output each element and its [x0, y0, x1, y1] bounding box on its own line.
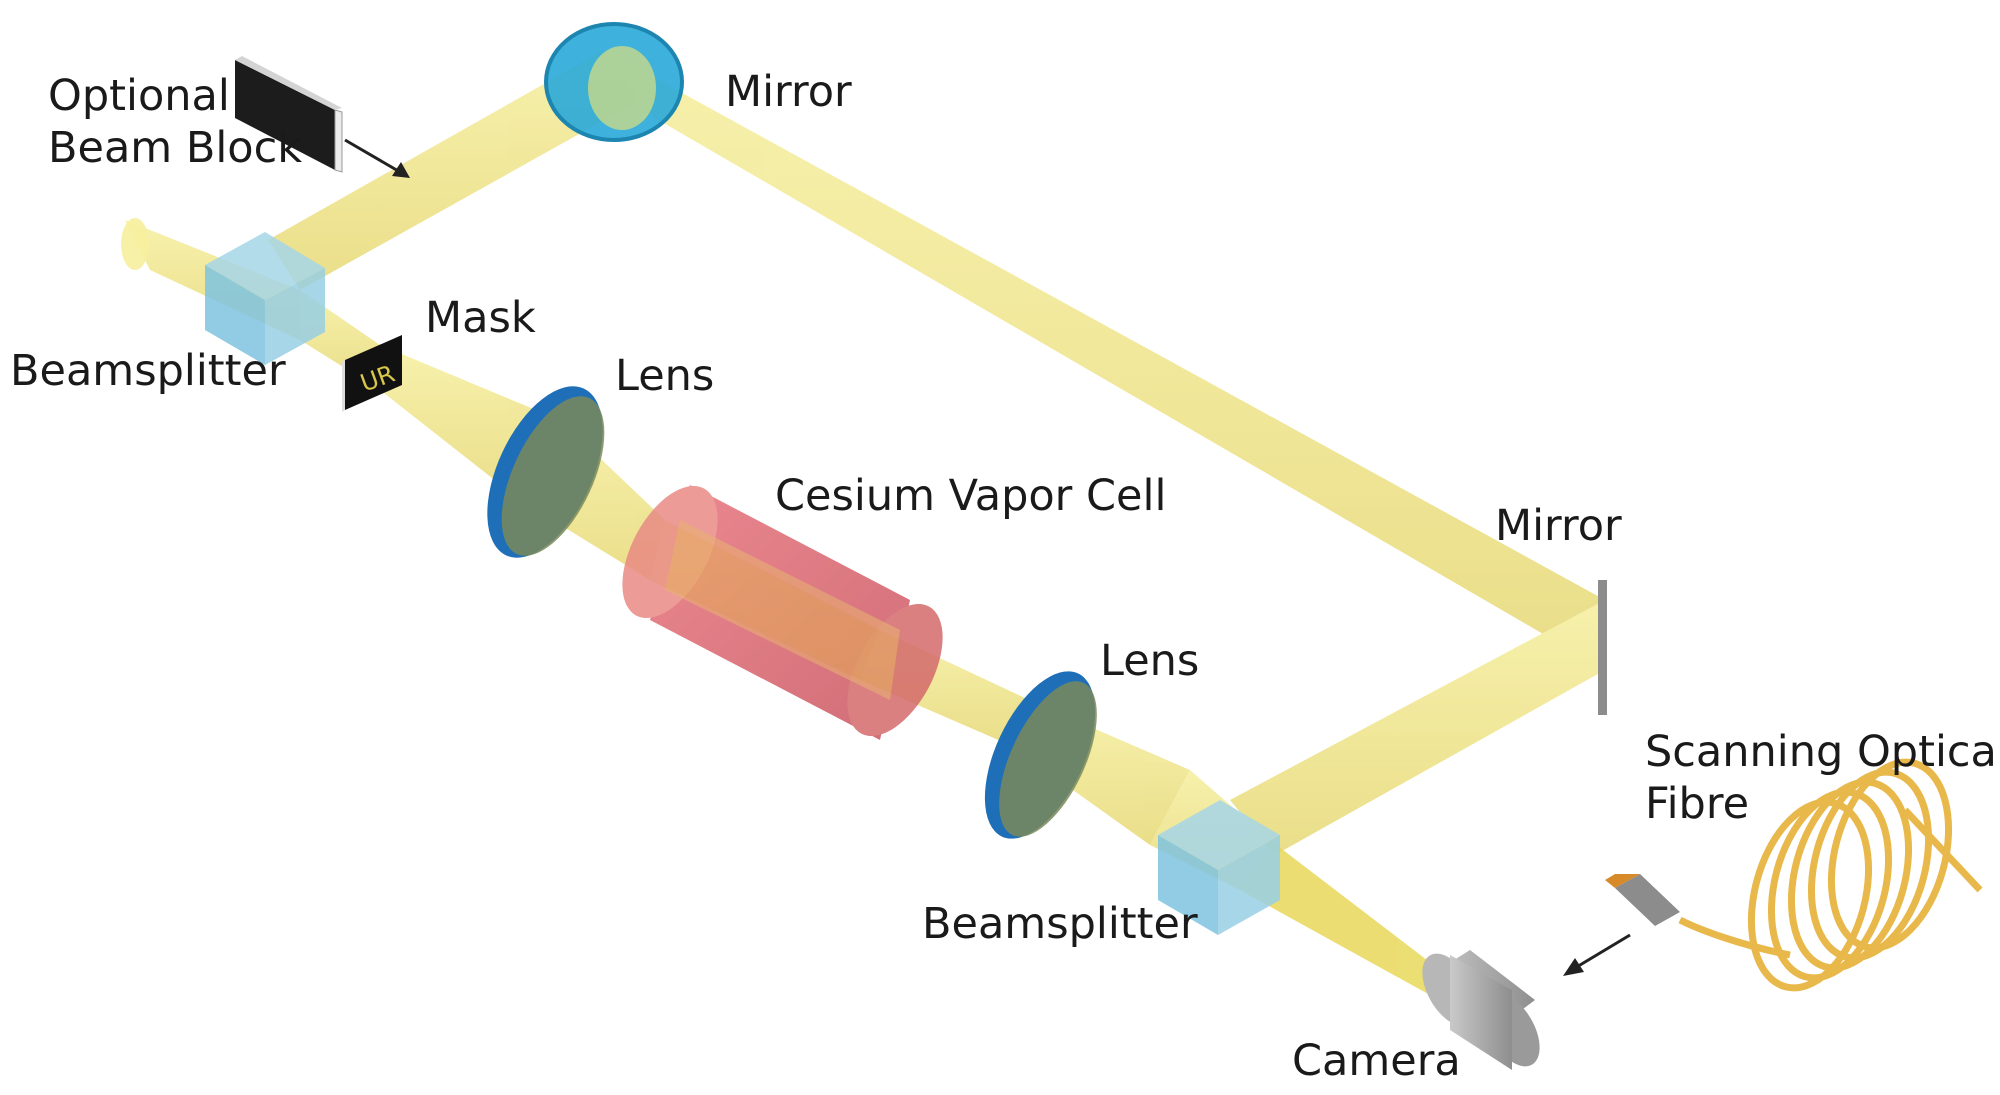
mirror-right [1598, 580, 1607, 715]
label-cesium-vapor-cell: Cesium Vapor Cell [775, 471, 1167, 521]
label-beam-block: Beam Block [48, 123, 303, 173]
label-mirror-top: Mirror [725, 67, 852, 117]
lens-left [487, 386, 605, 558]
mask: UR [342, 335, 402, 412]
scanning-fibre [1605, 758, 1983, 992]
label-mask: Mask [425, 293, 536, 343]
camera [1422, 950, 1540, 1070]
beamsplitter-left [205, 232, 325, 365]
beam-block-arrow [344, 138, 410, 178]
label-scanning-optical: Scanning Optical [1645, 727, 2000, 777]
label-lens-left: Lens [615, 351, 715, 401]
beam-block [235, 56, 343, 173]
beam-bs-to-top-mirror [268, 50, 640, 290]
label-beamsplitter-left: Beamsplitter [10, 346, 286, 396]
label-mirror-right: Mirror [1495, 501, 1622, 551]
input-beam-end [121, 218, 149, 270]
label-lens-right: Lens [1100, 636, 1200, 686]
label-optional: Optional [48, 71, 230, 121]
reference-beam [268, 50, 1605, 855]
beam-top-mirror-to-right-mirror [604, 50, 1605, 670]
lens-right [984, 671, 1097, 839]
label-camera: Camera [1292, 1036, 1461, 1086]
label-beamsplitter-right: Beamsplitter [922, 899, 1198, 949]
mirror-top [544, 22, 684, 142]
beam-right-mirror-to-bs [1230, 600, 1605, 855]
label-fibre: Fibre [1645, 779, 1750, 829]
cesium-vapor-cell [622, 485, 943, 740]
fibre-arrow [1563, 933, 1631, 976]
beamsplitter-right [1158, 800, 1280, 935]
